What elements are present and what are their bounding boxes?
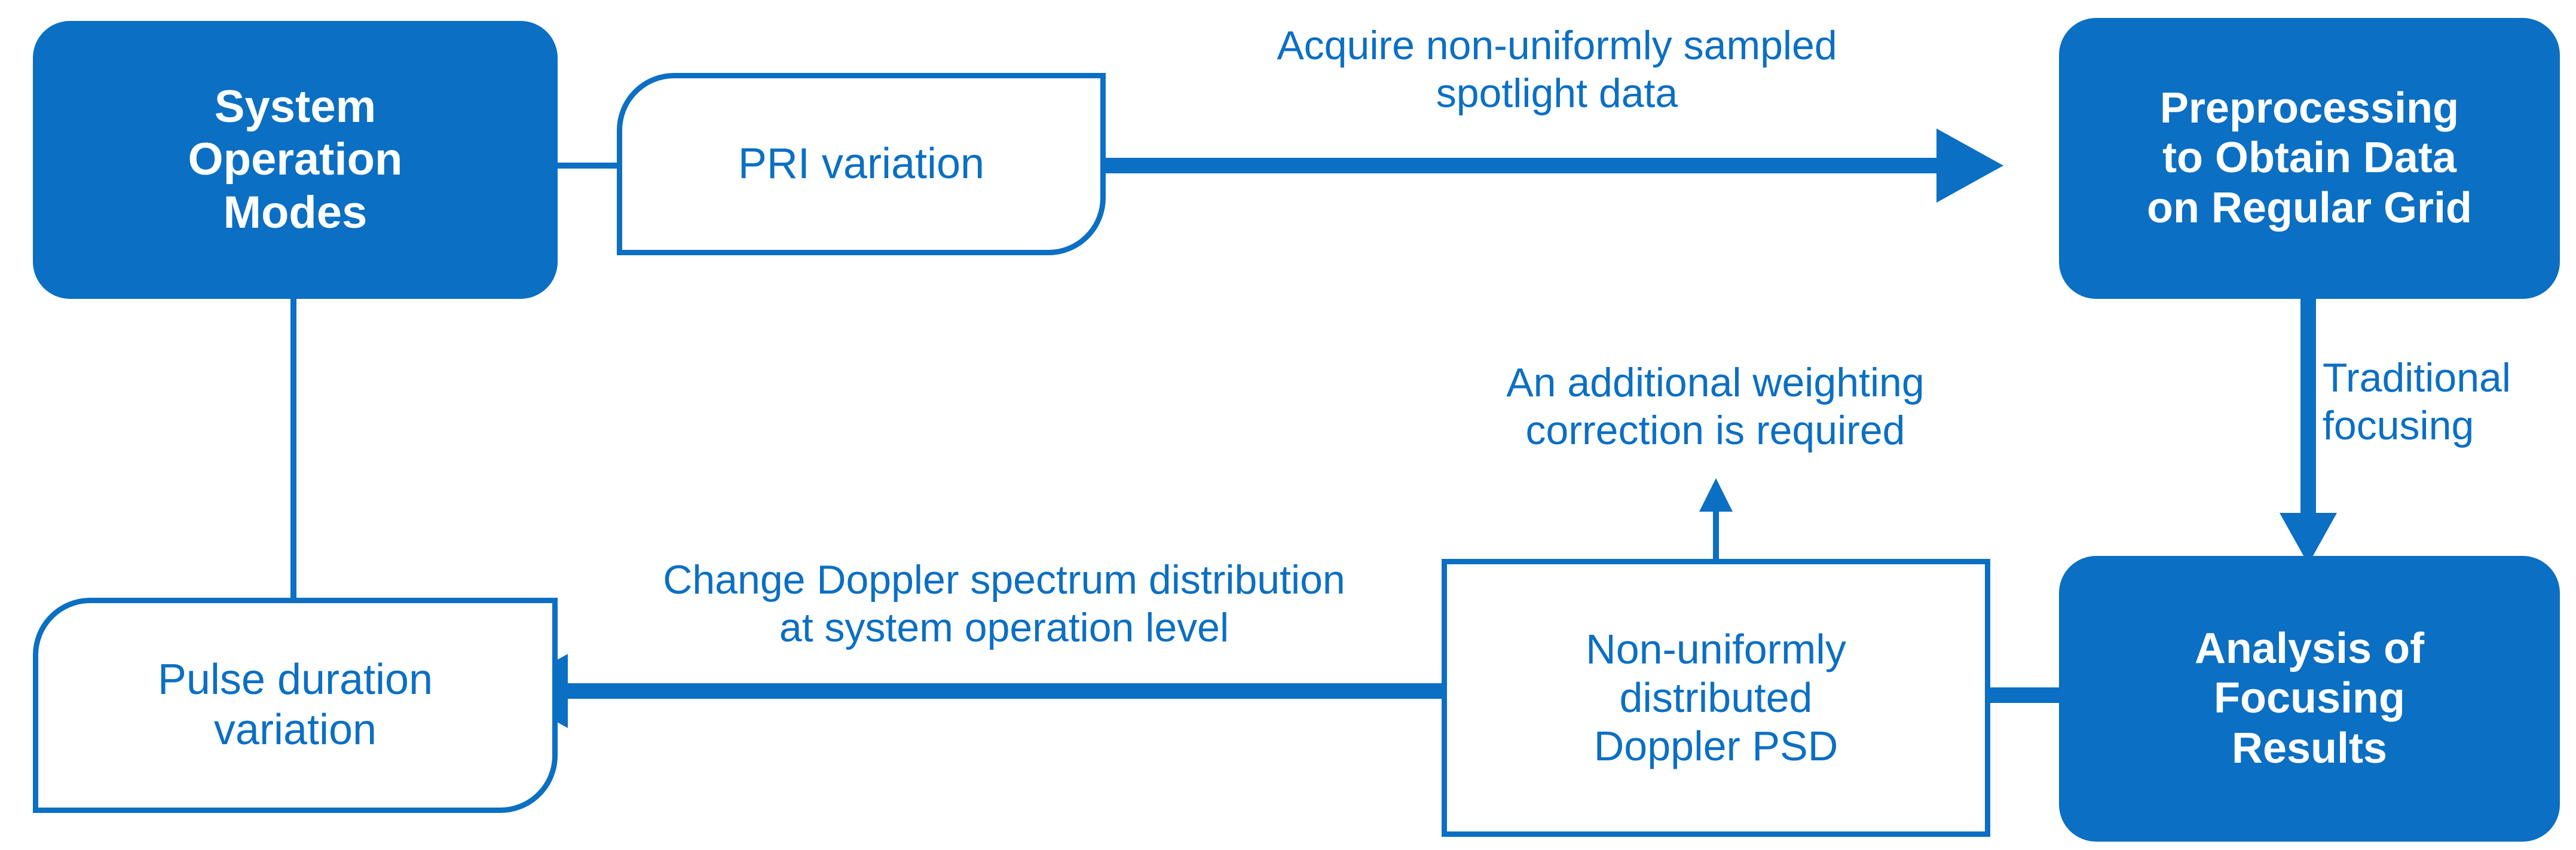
arrowhead-pri-to-preprocessing — [1936, 129, 2003, 203]
node-pri-variation[interactable]: PRI variation — [617, 73, 1106, 255]
connector-doppler-psd-to-note — [1713, 490, 1719, 562]
node-system-operation-modes[interactable]: System Operation Modes — [33, 21, 558, 299]
connector-doppler-psd-to-pulse-duration — [568, 683, 1446, 699]
node-doppler-psd[interactable]: Non-uniformly distributed Doppler PSD — [1442, 559, 1990, 837]
edge-label-acquire-data: Acquire non-uniformly sampled spotlight … — [1277, 23, 1837, 117]
node-preprocessing[interactable]: Preprocessing to Obtain Data on Regular … — [2059, 18, 2560, 299]
node-analysis-of-focusing-results[interactable]: Analysis of Focusing Results — [2059, 556, 2560, 842]
arrowhead-doppler-psd-to-note — [1699, 478, 1733, 512]
edge-label-traditional-focusing: Traditional focusing — [2323, 355, 2511, 449]
node-pulse-duration-variation[interactable]: Pulse duration variation — [33, 598, 558, 813]
edge-label-weighting-correction: An additional weighting correction is re… — [1506, 360, 1925, 454]
connector-preprocessing-to-analysis — [2300, 296, 2316, 517]
connector-pri-to-preprocessing — [1100, 158, 1936, 173]
edge-label-change-doppler: Change Doppler spectrum distribution at … — [663, 557, 1345, 651]
arrowhead-preprocessing-to-analysis — [2280, 513, 2337, 564]
connector-system-to-pri — [550, 163, 625, 169]
connector-pulse-duration-to-system — [290, 293, 296, 610]
